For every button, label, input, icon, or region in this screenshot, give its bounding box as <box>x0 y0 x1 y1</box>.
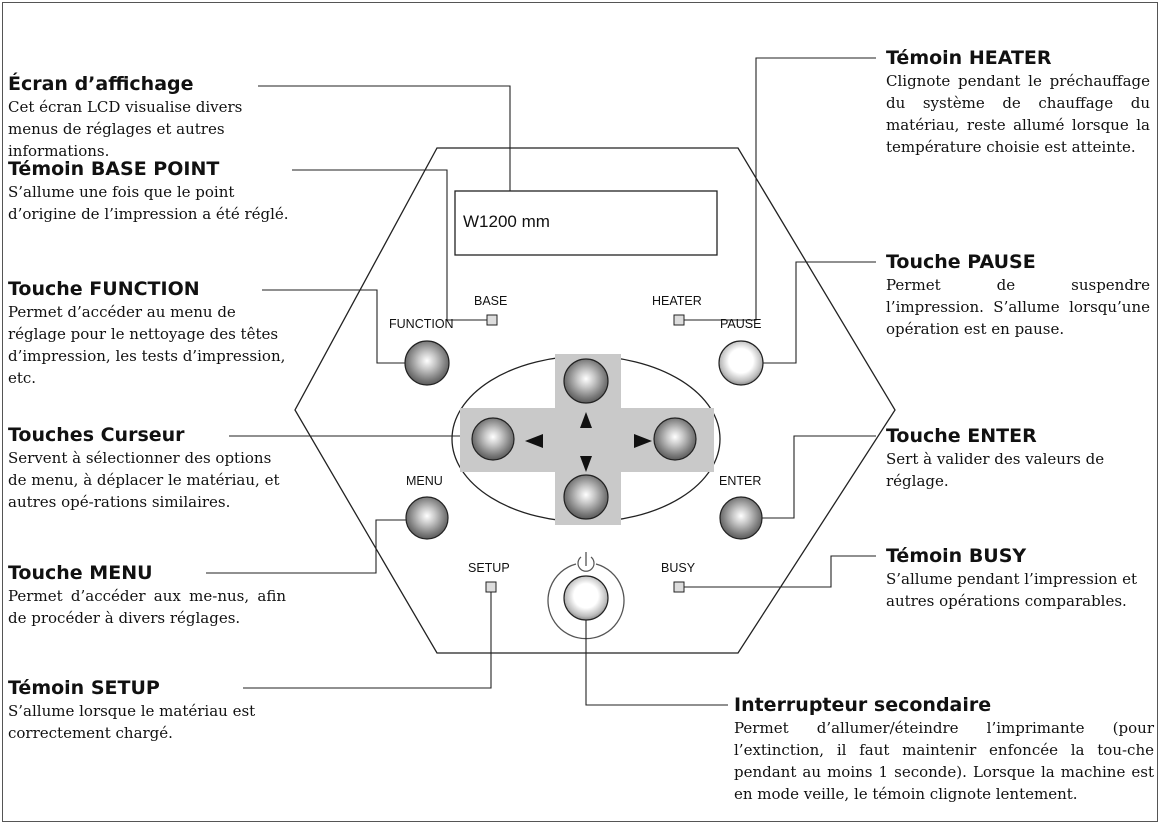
busy-led <box>673 581 685 593</box>
callout-title: Touches Curseur <box>8 424 185 446</box>
callout-title: Témoin BUSY <box>886 545 1027 567</box>
callout-title: Témoin SETUP <box>8 677 160 699</box>
cursor-left-button <box>471 417 515 461</box>
power-icon <box>577 556 595 572</box>
setup-led <box>485 581 497 593</box>
heater-label: HEATER <box>652 294 702 308</box>
callout-ecran: Écran d’affichage Cet écran LCD visualis… <box>8 72 292 162</box>
callout-base-point: Témoin BASE POINT S’allume une fois que … <box>8 157 298 225</box>
busy-label: BUSY <box>661 561 696 575</box>
lcd-screen <box>454 190 718 256</box>
cursor-down-button <box>563 474 609 520</box>
leader-interrupteur <box>585 620 728 706</box>
callout-text: Clignote pendant le préchauffage du syst… <box>886 72 1150 156</box>
panel-outline <box>294 147 896 654</box>
enter-button <box>719 496 763 540</box>
cursor-right-button <box>653 417 697 461</box>
callout-title: Touche ENTER <box>886 425 1037 447</box>
callout-title: Témoin HEATER <box>886 47 1052 69</box>
lcd-text: W1200 mm <box>463 212 550 231</box>
arrow-down-icon <box>580 456 592 472</box>
callout-enter: Touche ENTER Sert à valider des valeurs … <box>886 424 1150 492</box>
callout-title: Témoin BASE POINT <box>8 158 220 180</box>
callout-text: S’allume lorsque le matériau est correct… <box>8 702 256 742</box>
leader-base-point <box>292 169 487 321</box>
leader-heater <box>684 57 876 321</box>
callout-text: Sert à valider des valeurs de réglage. <box>886 450 1105 490</box>
callout-setup: Témoin SETUP S’allume lorsque le matéria… <box>8 676 292 744</box>
callout-title: Touche PAUSE <box>886 251 1036 273</box>
callout-menu: Touche MENU Permet d’accéder aux me-nus,… <box>8 561 286 629</box>
callout-text: Permet d’allumer/éteindre l’imprimante (… <box>734 719 1154 803</box>
callout-text: S’allume une fois que le point d’origine… <box>8 183 289 223</box>
arrow-up-icon <box>580 412 592 428</box>
callout-title: Interrupteur secondaire <box>734 694 992 716</box>
heater-led <box>673 314 685 326</box>
leader-function <box>262 289 405 364</box>
callout-busy: Témoin BUSY S’allume pendant l’impressio… <box>886 544 1150 612</box>
leader-ecran <box>258 85 511 191</box>
menu-button <box>405 496 449 540</box>
leader-busy <box>684 555 876 588</box>
callout-text: Servent à sélectionner des options de me… <box>8 449 280 511</box>
callout-interrupteur: Interrupteur secondaire Permet d’allumer… <box>734 693 1154 805</box>
callout-pause: Touche PAUSE Permet de suspendre l’impre… <box>886 250 1150 340</box>
base-label: BASE <box>474 294 508 308</box>
enter-label: ENTER <box>719 474 762 488</box>
callout-text: Permet d’accéder au menu de réglage pour… <box>8 303 286 387</box>
function-button <box>404 340 450 386</box>
callout-title: Touche FUNCTION <box>8 278 200 300</box>
setup-label: SETUP <box>468 561 510 575</box>
pause-label: PAUSE <box>720 317 762 331</box>
arrow-left-icon <box>525 434 543 448</box>
leader-setup <box>243 592 492 689</box>
callout-curseur: Touches Curseur Servent à sélectionner d… <box>8 423 286 513</box>
leader-enter <box>762 435 876 519</box>
leader-pause <box>763 261 876 364</box>
pause-button <box>718 340 764 386</box>
function-label: FUNCTION <box>389 317 454 331</box>
arrow-right-icon <box>634 434 652 448</box>
callout-text: S’allume pendant l’impression et autres … <box>886 570 1138 610</box>
menu-label: MENU <box>406 474 443 488</box>
cursor-up-button <box>563 358 609 404</box>
callout-text: Permet de suspendre l’impression. S’allu… <box>886 276 1150 338</box>
callout-title: Touche MENU <box>8 562 153 584</box>
callout-function: Touche FUNCTION Permet d’accéder au menu… <box>8 277 292 389</box>
callout-text: Permet d’accéder aux me-nus, afin de pro… <box>8 587 286 627</box>
base-led <box>486 314 498 326</box>
callout-title: Écran d’affichage <box>8 73 194 95</box>
callout-text: Cet écran LCD visualise divers menus de … <box>8 98 243 160</box>
leader-menu <box>206 519 406 574</box>
callout-heater: Témoin HEATER Clignote pendant le précha… <box>886 46 1150 158</box>
